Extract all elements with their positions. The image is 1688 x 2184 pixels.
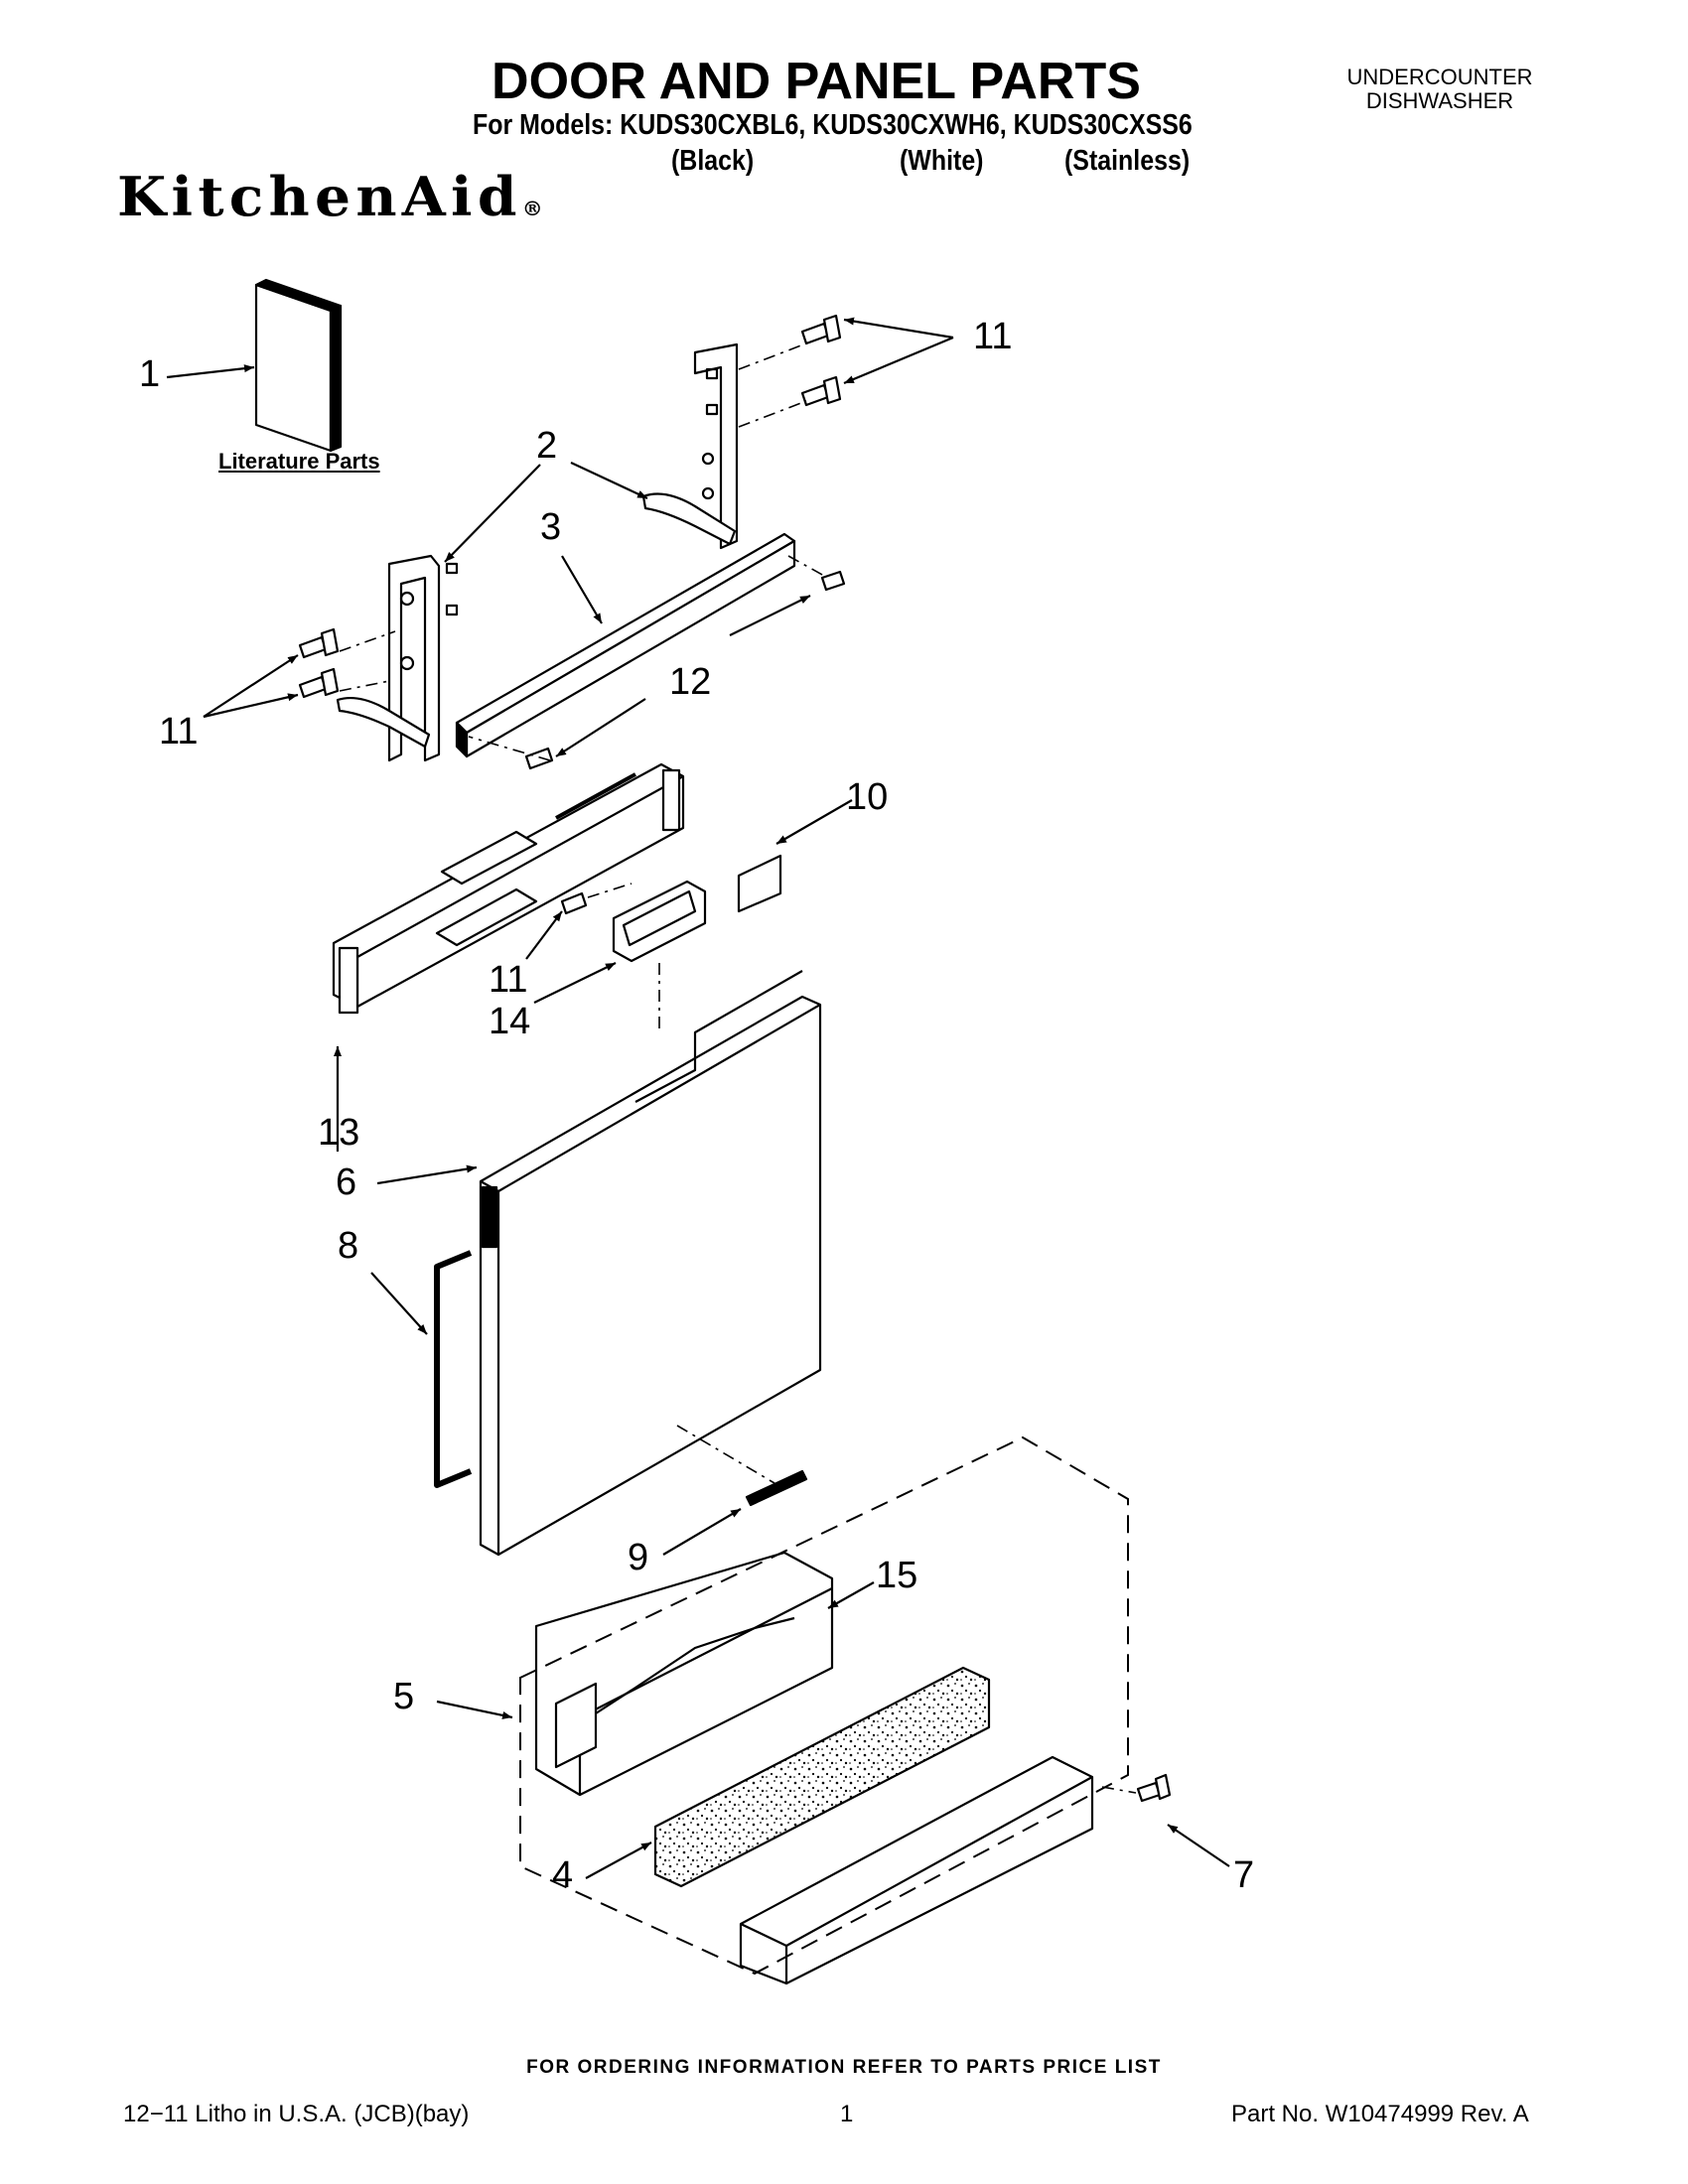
callout-14: 14	[489, 1001, 531, 1042]
litho-line: 12−11 Litho in U.S.A. (JCB)(bay)	[123, 2101, 470, 2127]
door-panel	[479, 970, 822, 1557]
control-console	[332, 762, 685, 1015]
variant-stainless: (Stainless)	[1064, 145, 1191, 177]
screw-toe-panel	[1136, 1773, 1172, 1803]
door-handle	[612, 880, 707, 963]
callout-6: 6	[336, 1161, 357, 1203]
callout-9: 9	[628, 1537, 649, 1578]
screw-console	[560, 891, 588, 915]
screw-strip-right	[820, 570, 846, 592]
callout-8: 8	[338, 1225, 359, 1267]
door-strip-channel	[455, 532, 796, 758]
literature-booklet	[254, 278, 343, 453]
callout-5: 5	[393, 1676, 415, 1717]
callout-11-left: 11	[159, 711, 199, 752]
appliance-type-line-2: DISHWASHER	[1365, 88, 1514, 113]
toe-assembly-dashed-outline	[519, 1435, 1129, 1976]
callout-2: 2	[536, 425, 558, 467]
callout-11-console: 11	[489, 959, 528, 1001]
logo-badge	[745, 1469, 808, 1507]
leader-arrows	[166, 317, 1230, 1879]
brand-registered-mark: ®	[521, 197, 543, 220]
screw-left-1	[298, 627, 340, 659]
hinge-bracket-left	[336, 554, 459, 762]
callout-12: 12	[669, 661, 712, 703]
alignment-guides	[339, 342, 1137, 1794]
callout-11-top: 11	[973, 316, 1013, 357]
part-number: Part No. W10474999 Rev. A	[1231, 2101, 1529, 2127]
variant-white: (White)	[900, 145, 984, 177]
callout-13: 13	[318, 1112, 360, 1154]
screw-strip-left	[524, 747, 554, 770]
door-gasket	[434, 1250, 473, 1488]
toe-panel	[739, 1755, 1094, 1985]
screw-top-2	[800, 375, 842, 407]
callout-7: 7	[1233, 1854, 1255, 1896]
rating-label	[737, 854, 782, 913]
screw-left-2	[298, 667, 340, 699]
ordering-note: FOR ORDERING INFORMATION REFER TO PARTS …	[526, 2057, 1162, 2078]
models-line: For Models: KUDS30CXBL6, KUDS30CXWH6, KU…	[473, 109, 1193, 141]
screw-top-1	[800, 314, 842, 345]
foam-strip	[653, 1666, 991, 1888]
callout-10: 10	[846, 776, 889, 818]
variant-black: (Black)	[671, 145, 755, 177]
literature-parts-label: Literature Parts	[218, 449, 380, 474]
page-title: DOOR AND PANEL PARTS	[492, 53, 1141, 110]
appliance-type-line-1: UNDERCOUNTER	[1346, 65, 1533, 89]
appliance-type: UNDERCOUNTER DISHWASHER	[1311, 66, 1569, 113]
callout-3: 3	[540, 506, 562, 548]
brand-name: KitchenAid	[117, 165, 522, 228]
toe-insulation	[534, 1551, 834, 1797]
brand-logo: KitchenAid®	[117, 165, 543, 228]
callout-1: 1	[139, 353, 161, 395]
callout-15: 15	[876, 1555, 918, 1596]
callout-4: 4	[552, 1854, 574, 1896]
page-number: 1	[840, 2101, 854, 2127]
hinge-bracket-right	[641, 342, 739, 550]
